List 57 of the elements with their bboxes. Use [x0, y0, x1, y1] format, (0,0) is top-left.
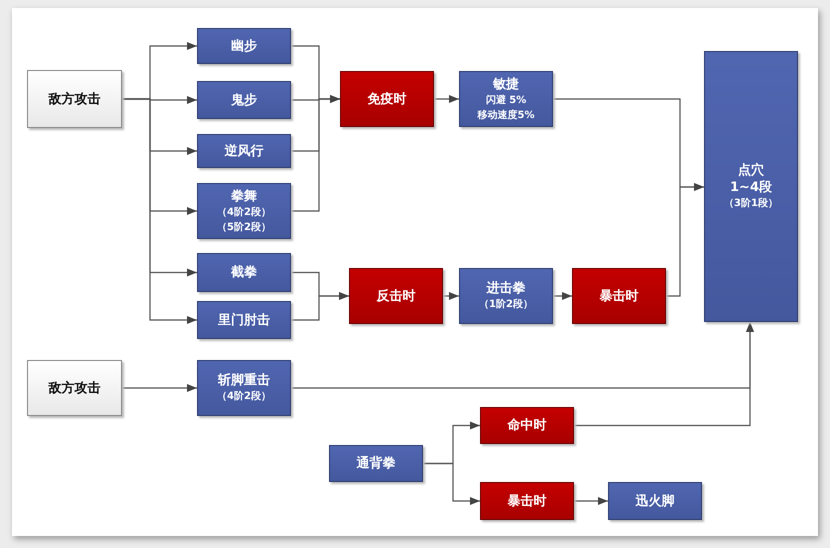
skill-box [197, 253, 291, 292]
trigger-box [349, 268, 443, 324]
box-label: 点穴 [738, 162, 764, 179]
box-label: 斩脚重击 [218, 372, 270, 389]
box-label: 移动速度5% [478, 108, 534, 122]
arrow [443, 292, 459, 300]
skill-box [197, 360, 291, 416]
box-label: 1~4段 [730, 179, 772, 196]
skill-box [197, 81, 291, 119]
trigger-box [572, 268, 666, 324]
box-label: 免疫时 [368, 90, 406, 108]
attack-box [27, 70, 122, 128]
box-label: 命中时 [508, 417, 546, 434]
box-label: 暴击时 [508, 492, 546, 510]
box-label: （4阶2段） [217, 206, 271, 220]
trigger-box [480, 482, 574, 520]
arrow [434, 95, 459, 103]
box-label: （3阶1段） [724, 196, 778, 211]
arrow [574, 322, 754, 426]
attack-box [27, 360, 122, 416]
box-label: 迅火脚 [636, 492, 674, 510]
skill-box [329, 445, 423, 482]
arrow [574, 497, 608, 505]
arrow [423, 462, 480, 505]
box-label: 敏捷 [493, 76, 519, 92]
arrow [291, 292, 349, 321]
box-label: 幽步 [231, 38, 257, 54]
box-label: 进击拳 [486, 280, 526, 297]
trigger-box [480, 407, 574, 444]
box-label: 通背拳 [356, 455, 396, 472]
arrow [291, 95, 340, 212]
box-label: （1阶2段） [479, 298, 533, 312]
box-label: 暴击时 [600, 288, 638, 304]
skill-box [608, 482, 702, 520]
trigger-box [340, 71, 434, 127]
skill-box [704, 51, 798, 322]
box-label: （4阶2段） [217, 390, 271, 404]
box-label: 反击时 [376, 288, 416, 304]
box-label: 闪避 5% [486, 94, 526, 108]
arrow [666, 183, 704, 297]
box-label: （5阶2段） [217, 220, 271, 234]
skill-box [197, 301, 291, 339]
box-label: 敌方攻击 [48, 380, 100, 396]
skill-box [459, 268, 553, 324]
arrow [122, 98, 197, 324]
box-label: 逆风行 [224, 142, 264, 160]
box-label: 里门肘击 [218, 312, 270, 328]
box-label: 拳舞 [231, 188, 257, 204]
box-label: 截拳 [231, 264, 257, 281]
arrow [122, 384, 197, 392]
skill-box [197, 134, 291, 168]
skill-box [459, 71, 553, 127]
box-label: 敌方攻击 [48, 90, 100, 108]
arrow [553, 292, 572, 300]
skill-box [197, 28, 291, 64]
box-label: 鬼步 [231, 92, 257, 108]
skill-box [197, 183, 291, 239]
